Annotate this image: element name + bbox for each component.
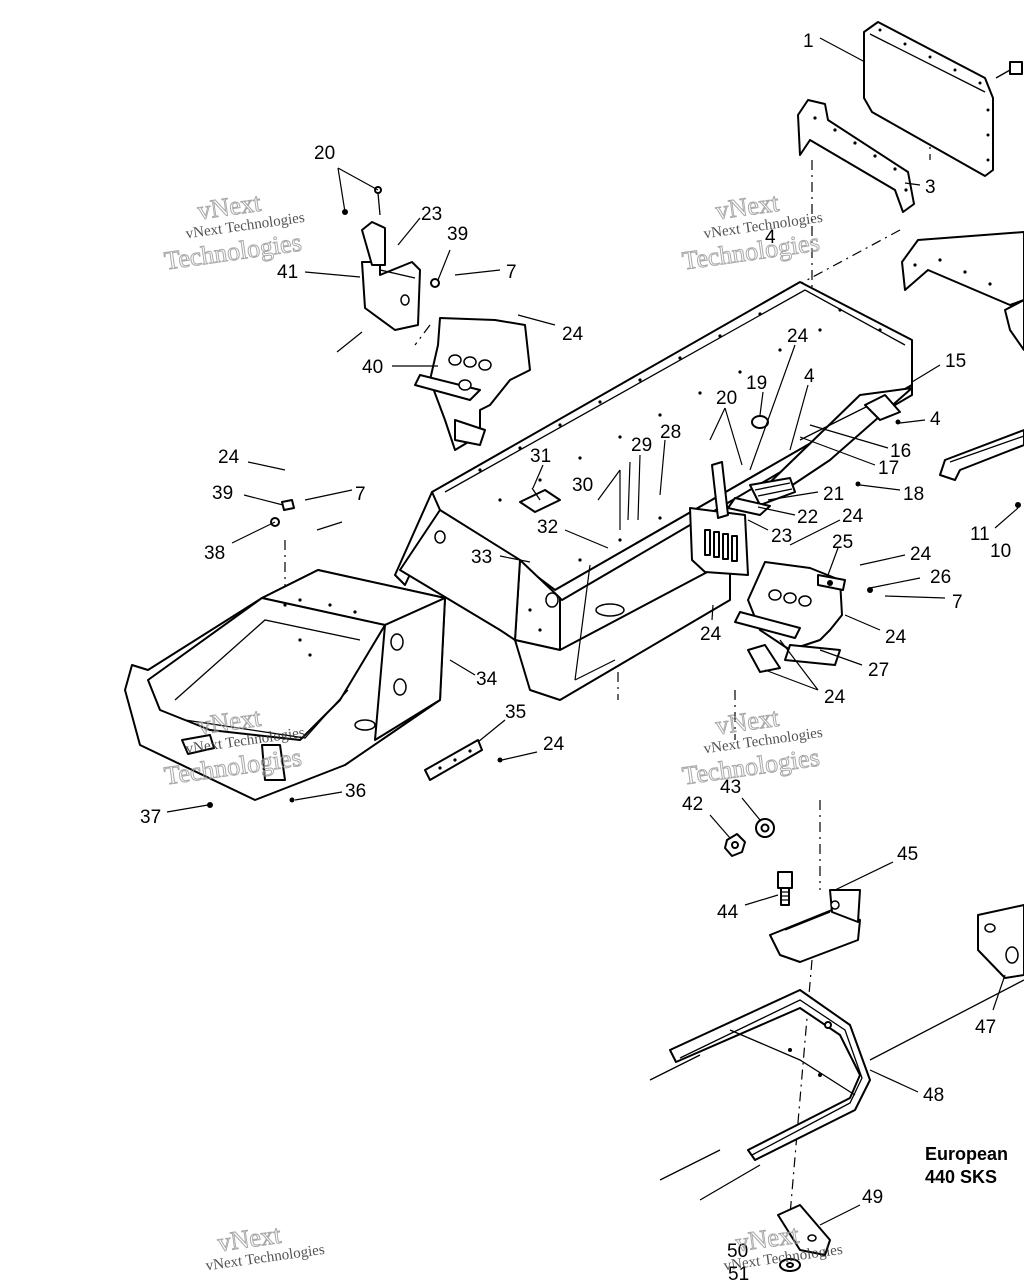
callout-label: 48 (923, 1085, 944, 1106)
callout-label: 34 (476, 669, 498, 690)
watermark: vNext vNext Technologies (723, 1219, 844, 1274)
callout-label: 21 (823, 484, 844, 505)
chassis-side-bracket (901, 231, 1024, 351)
watermark: vNext vNext Technologies Technologies (680, 702, 824, 791)
callout-label: 39 (212, 483, 233, 504)
callout-label: 35 (505, 702, 526, 723)
callout-label: 30 (572, 475, 593, 496)
callout-label: 17 (878, 458, 899, 479)
part-35-strip (424, 739, 483, 781)
callout-label: 24 (218, 447, 240, 468)
callout-label: 51 (728, 1264, 749, 1280)
callout-label: 24 (543, 734, 565, 755)
part-16-17-rails (759, 387, 913, 501)
callout-label: 4 (804, 366, 815, 387)
callout-label: 41 (277, 262, 298, 283)
callout-label: 40 (362, 357, 383, 378)
callout-label: 24 (700, 624, 722, 645)
callout-label: 23 (771, 526, 792, 547)
part-41-bracket (342, 186, 421, 331)
variant-label-line-2: 440 SKS (925, 1167, 997, 1187)
callout-numbers: 1 3 4 20 23 39 7 41 24 40 15 19 4 16 17 … (140, 31, 1011, 1280)
callout-label: 20 (314, 143, 335, 164)
part-27-mount (734, 561, 846, 673)
callout-label: 19 (746, 373, 767, 394)
callout-label: 23 (421, 204, 442, 225)
callout-label: 10 (990, 541, 1011, 562)
callout-label: 7 (506, 262, 517, 283)
callout-label: 28 (660, 422, 681, 443)
callout-label: 4 (930, 409, 941, 430)
part-10-11-tube (939, 429, 1024, 508)
part-15-console-box (394, 281, 913, 701)
callout-label: 50 (727, 1241, 748, 1262)
part-40-mount (414, 317, 531, 451)
callout-label: 22 (797, 507, 818, 528)
callout-label: 45 (897, 844, 918, 865)
callout-label: 15 (945, 351, 966, 372)
callout-label: 24 (787, 326, 809, 347)
callout-label: 33 (471, 547, 492, 568)
callout-label: 3 (925, 177, 936, 198)
assembly-guide-lines (284, 110, 931, 1216)
part-49-plate (777, 1204, 831, 1272)
callout-label: 27 (868, 660, 889, 681)
callout-label: 20 (716, 388, 737, 409)
part-1-plate (863, 21, 1023, 177)
callout-label: 31 (530, 446, 551, 467)
callout-label: 49 (862, 1187, 883, 1208)
callout-label: 44 (717, 902, 739, 923)
watermark: vNext vNext Technologies (205, 1219, 326, 1274)
callout-label: 29 (631, 435, 652, 456)
callout-label: 24 (842, 506, 864, 527)
callout-label: 18 (903, 484, 924, 505)
callout-label: 36 (345, 781, 366, 802)
callout-label: 7 (355, 484, 366, 505)
variant-label-line-1: European (925, 1144, 1008, 1164)
callout-label: 47 (975, 1017, 996, 1038)
watermark: vNext vNext Technologies Technologies (680, 187, 824, 276)
small-hardware (207, 278, 901, 808)
callout-label: 4 (765, 227, 776, 248)
callout-label: 39 (447, 224, 468, 245)
part-42-43-44-hardware (724, 818, 793, 906)
callout-label: 24 (824, 687, 846, 708)
callout-label: 11 (970, 524, 990, 545)
callout-label: 1 (803, 31, 814, 52)
callout-label: 25 (832, 532, 853, 553)
variant-label: European 440 SKS (925, 1144, 1008, 1187)
callout-label: 37 (140, 807, 161, 828)
part-45-bracket (769, 889, 861, 963)
callout-label: 42 (682, 794, 703, 815)
part-34-side-console (124, 569, 446, 801)
callout-label: 38 (204, 543, 225, 564)
callout-leader-lines (166, 37, 1019, 1226)
callout-label: 24 (885, 627, 907, 648)
part-48-frame (649, 979, 1024, 1201)
throttle-assembly (689, 415, 796, 576)
callout-label: 7 (952, 592, 963, 613)
callout-label: 43 (720, 777, 741, 798)
part-3-bracket (797, 99, 915, 213)
part-47-bracket (977, 904, 1024, 979)
callout-label: 16 (890, 441, 911, 462)
callout-label: 26 (930, 567, 951, 588)
callout-label: 32 (537, 517, 558, 538)
callout-label: 24 (910, 544, 932, 565)
callout-label: 24 (562, 324, 584, 345)
